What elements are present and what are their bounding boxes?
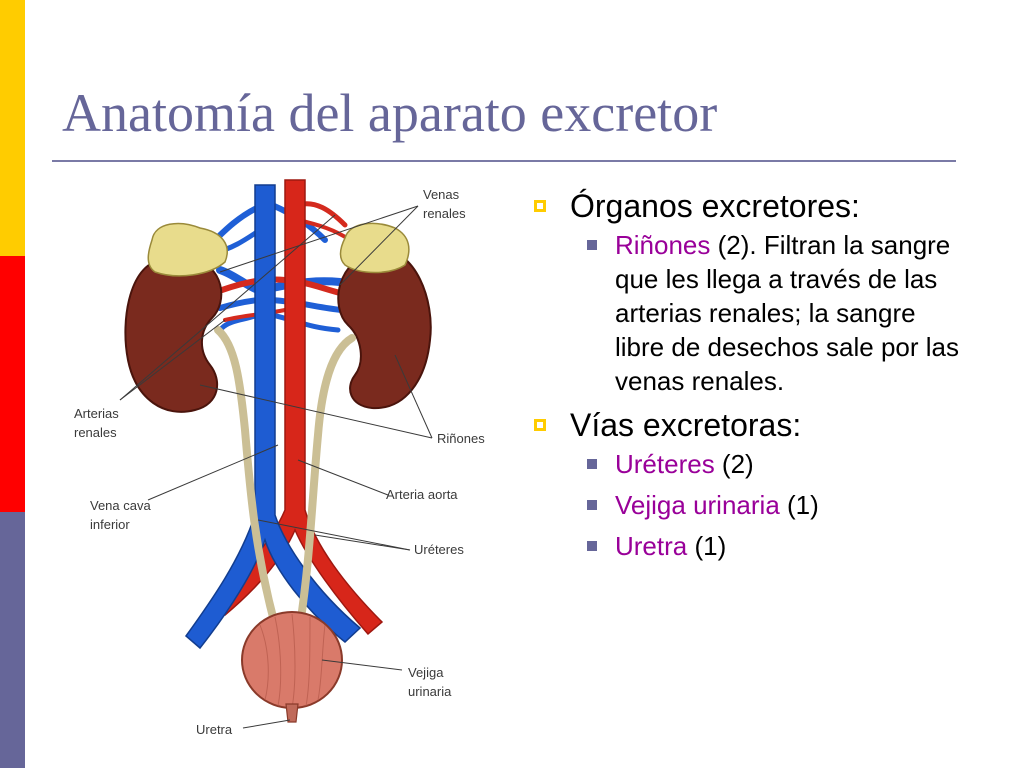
- vena-cava: [184, 184, 362, 650]
- sub-bullet-uretra: Uretra (1): [530, 529, 970, 563]
- side-bar-yellow: [0, 0, 25, 256]
- bullet-organos-excretores: Órganos excretores:: [530, 186, 970, 226]
- bullet-vias-excretoras: Vías excretoras:: [530, 405, 970, 445]
- left-ureter: [214, 326, 279, 629]
- label-ureteres: Uréteres: [414, 542, 464, 557]
- label-arteria-aorta: Arteria aorta: [386, 487, 458, 502]
- label-venas-renales-2: renales: [423, 206, 466, 221]
- side-bar-blue: [0, 512, 25, 768]
- label-uretra: Uretra: [196, 722, 233, 737]
- hollow-square-bullet-icon: [534, 419, 546, 431]
- urethra: [285, 703, 299, 723]
- square-bullet-icon: [587, 240, 597, 250]
- text-rinones: (2). Filtran la sangre que les llega a t…: [615, 230, 959, 396]
- right-ureter: [296, 334, 356, 629]
- title-divider: [52, 160, 956, 162]
- label-vena-cava-1: Vena cava: [90, 498, 151, 513]
- bladder: [241, 611, 343, 709]
- excretory-system-diagram: Venas renales Arterias renales Riñones V…: [74, 179, 485, 737]
- label-vejiga-1: Vejiga: [408, 665, 444, 680]
- bullet-organos-heading: Órganos excretores:: [570, 188, 860, 224]
- label-arterias-renales-1: Arterias: [74, 406, 119, 421]
- slide-title: Anatomía del aparato excretor: [62, 83, 718, 143]
- label-vena-cava-2: inferior: [90, 517, 130, 532]
- text-vejiga: (1): [779, 490, 819, 520]
- bullet-list: Órganos excretores: Riñones (2). Filtran…: [530, 186, 970, 570]
- right-kidney: [337, 248, 432, 410]
- term-uretra: Uretra: [615, 531, 688, 561]
- square-bullet-icon: [587, 541, 597, 551]
- square-bullet-icon: [587, 459, 597, 469]
- bladder-muscle-fibers: [259, 613, 326, 709]
- term-ureteres: Uréteres: [615, 449, 715, 479]
- leader-lines: [119, 205, 433, 729]
- bullet-vias-heading: Vías excretoras:: [570, 407, 802, 443]
- label-vejiga-2: urinaria: [408, 684, 452, 699]
- label-venas-renales-1: Venas: [423, 187, 460, 202]
- square-bullet-icon: [587, 500, 597, 510]
- label-rinones: Riñones: [437, 431, 485, 446]
- sub-bullet-vejiga: Vejiga urinaria (1): [530, 488, 970, 522]
- left-adrenal-gland: [147, 222, 228, 277]
- sub-bullet-rinones: Riñones (2). Filtran la sangre que les l…: [530, 228, 970, 398]
- term-vejiga: Vejiga urinaria: [615, 490, 780, 520]
- term-rinones: Riñones: [615, 230, 711, 260]
- label-arterias-renales-2: renales: [74, 425, 117, 440]
- side-bar-red: [0, 256, 25, 512]
- sub-bullet-ureteres: Uréteres (2): [530, 447, 970, 481]
- hollow-square-bullet-icon: [534, 200, 546, 212]
- left-kidney: [124, 256, 223, 413]
- right-adrenal-gland: [339, 222, 410, 274]
- text-uretra: (1): [687, 531, 727, 561]
- text-ureteres: (2): [714, 449, 754, 479]
